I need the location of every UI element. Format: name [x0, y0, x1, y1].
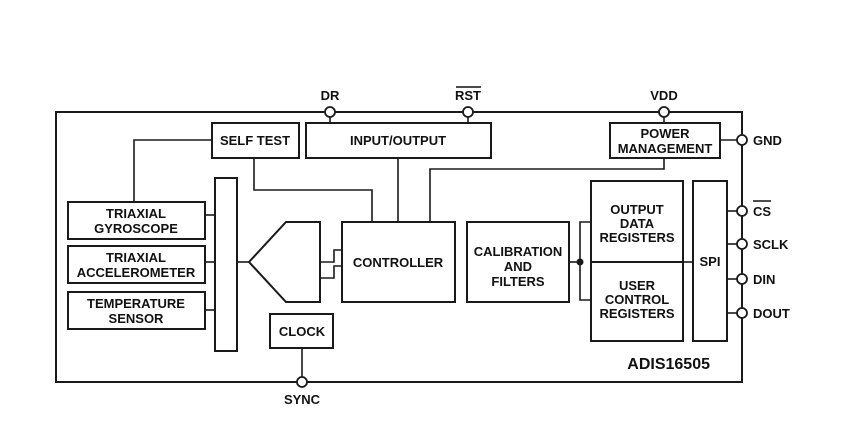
self-test-label: SELF TEST	[220, 133, 290, 148]
pin-vdd: VDD	[650, 88, 678, 118]
output-data-line-1: OUTPUT	[610, 202, 664, 217]
pin-sync: SYNC	[284, 376, 321, 407]
spi-label: SPI	[700, 254, 721, 269]
power-management-block: POWER MANAGEMENT	[609, 122, 721, 159]
signal-wires	[133, 112, 742, 382]
pin-cs: CS	[736, 200, 771, 219]
user-control-line-1: USER	[619, 278, 656, 293]
gyroscope-line-1: TRIAXIAL	[106, 206, 166, 221]
temperature-line-2: SENSOR	[109, 311, 165, 326]
calibration-line-1: CALIBRATION	[474, 244, 563, 259]
controller-label: CONTROLLER	[353, 255, 444, 270]
adc-multiplexer	[247, 221, 321, 303]
pin-cs-label: CS	[753, 204, 771, 219]
input-output-label: INPUT/OUTPUT	[350, 133, 446, 148]
pin-dout: DOUT	[736, 306, 790, 321]
accelerometer-line-1: TRIAXIAL	[106, 250, 166, 265]
power-management-line-2: MANAGEMENT	[618, 141, 713, 156]
self-test-block: SELF TEST	[211, 122, 300, 159]
output-data-line-2: DATA	[620, 216, 655, 231]
pin-dr: DR	[321, 88, 340, 118]
triaxial-accelerometer-block: TRIAXIAL ACCELEROMETER	[67, 245, 206, 284]
pin-dr-label: DR	[321, 88, 340, 103]
user-control-line-3: REGISTERS	[599, 306, 674, 321]
spi-block: SPI	[692, 180, 728, 342]
temperature-line-1: TEMPERATURE	[87, 296, 185, 311]
pin-din: DIN	[736, 272, 775, 287]
pin-din-label: DIN	[753, 272, 775, 287]
pin-sync-label: SYNC	[284, 392, 321, 407]
clock-block: CLOCK	[269, 313, 334, 349]
clock-label: CLOCK	[279, 324, 326, 339]
gyroscope-line-2: GYROSCOPE	[94, 221, 178, 236]
user-control-line-2: CONTROL	[605, 292, 669, 307]
pin-gnd: GND	[736, 133, 782, 148]
input-output-block: INPUT/OUTPUT	[305, 122, 492, 159]
pin-sclk: SCLK	[736, 237, 789, 252]
calibration-filters-block: CALIBRATION AND FILTERS	[466, 221, 570, 303]
calibration-line-2: AND	[504, 259, 532, 274]
output-data-line-3: REGISTERS	[599, 230, 674, 245]
controller-block: CONTROLLER	[341, 221, 456, 303]
pin-sclk-label: SCLK	[753, 237, 789, 252]
pin-rst: RST	[455, 86, 481, 118]
calibration-line-3: FILTERS	[491, 274, 545, 289]
pin-dout-label: DOUT	[753, 306, 790, 321]
power-management-line-1: POWER	[640, 126, 690, 141]
triaxial-gyroscope-block: TRIAXIAL GYROSCOPE	[67, 201, 206, 240]
accelerometer-line-2: ACCELEROMETER	[77, 265, 196, 280]
temperature-sensor-block: TEMPERATURE SENSOR	[67, 291, 206, 330]
pin-gnd-label: GND	[753, 133, 782, 148]
pin-vdd-label: VDD	[650, 88, 677, 103]
part-number: ADIS16505	[627, 356, 710, 373]
sensor-bus-bar	[214, 177, 238, 352]
register-block: OUTPUT DATA REGISTERS USER CONTROL REGIS…	[590, 180, 684, 342]
pin-rst-label: RST	[455, 88, 481, 103]
